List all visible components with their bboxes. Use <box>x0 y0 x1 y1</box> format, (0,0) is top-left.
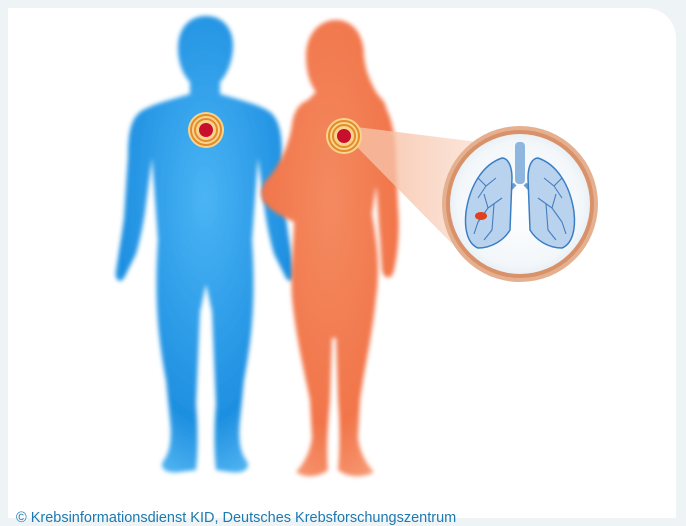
lung-cancer-illustration <box>8 8 676 518</box>
tumor-spot <box>475 212 487 220</box>
male-silhouette-icon <box>116 16 295 472</box>
magnifier-lens <box>442 126 598 282</box>
copyright-credit: © Krebsinformationsdienst KID, Deutsches… <box>16 510 456 526</box>
figure-card: © Krebsinformationsdienst KID, Deutsches… <box>8 8 676 518</box>
